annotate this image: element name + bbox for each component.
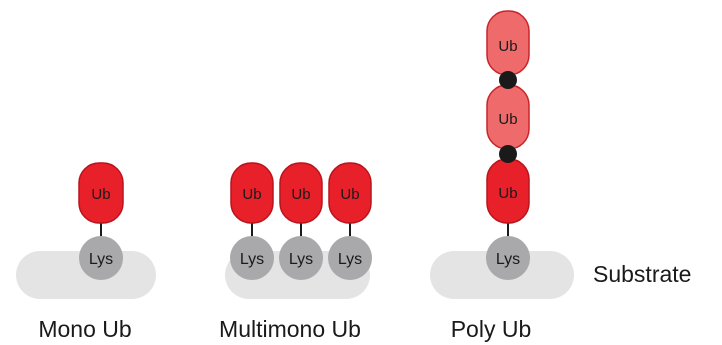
lys-circle <box>486 236 530 280</box>
ub-label: Ub <box>91 186 110 203</box>
poly-ub-caption: Poly Ub <box>451 316 532 342</box>
ub-label: Ub <box>291 186 310 203</box>
ub-label: Ub <box>498 185 517 202</box>
ub-label: Ub <box>242 186 261 203</box>
lys-circle <box>328 236 372 280</box>
isopeptide-link-dot <box>499 71 517 89</box>
poly-ub-panel: Ub Ub Ub Lys Poly Ub <box>430 10 574 342</box>
isopeptide-link-dot <box>499 145 517 163</box>
ub-block <box>230 162 274 224</box>
lys-label: Lys <box>289 251 313 268</box>
ub-block <box>78 162 124 224</box>
multimono-ub-caption: Multimono Ub <box>219 316 361 342</box>
mono-ub-panel: Ub Lys Mono Ub <box>16 162 156 342</box>
ub-label: Ub <box>498 111 517 128</box>
lys-label: Lys <box>89 251 113 268</box>
ub-label: Ub <box>498 38 517 55</box>
substrate-label: Substrate <box>593 261 691 287</box>
mono-ub-caption: Mono Ub <box>38 316 131 342</box>
lys-circle <box>79 236 123 280</box>
lys-circle <box>279 236 323 280</box>
ub-block <box>279 162 323 224</box>
lys-label: Lys <box>496 251 520 268</box>
multimono-ub-panel: Ub Ub Ub Lys Lys Lys Multimono Ub <box>219 162 372 342</box>
ub-block <box>328 162 372 224</box>
ub-label: Ub <box>340 186 359 203</box>
lys-label: Lys <box>240 251 264 268</box>
lys-circle <box>230 236 274 280</box>
lys-label: Lys <box>338 251 362 268</box>
